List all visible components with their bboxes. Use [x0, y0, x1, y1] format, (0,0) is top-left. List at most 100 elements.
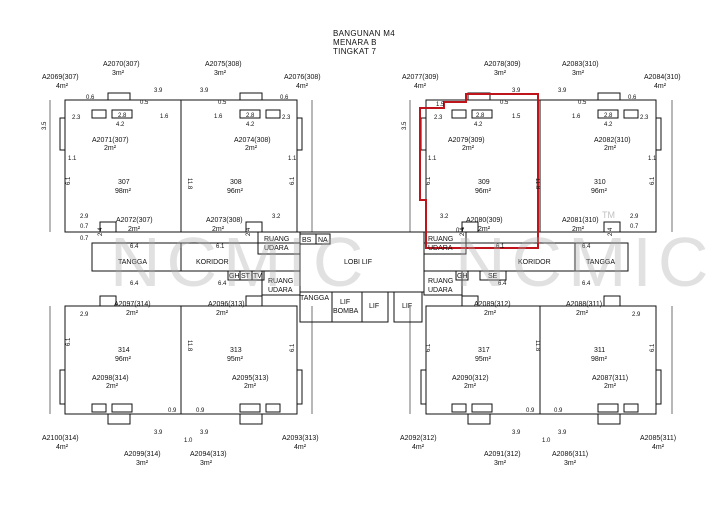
- dim-07-a: 0.7: [80, 224, 89, 230]
- parcel-a2098-area: 2m²: [106, 383, 119, 390]
- unit-308-label: 308: [230, 179, 242, 186]
- parcel-a2096-area: 2m²: [216, 310, 229, 317]
- dim-39-a: 3.9: [154, 88, 163, 94]
- dim-64-c: 6.4: [130, 281, 139, 287]
- dim-42-a: 4.2: [116, 122, 125, 128]
- parcel-a2075-area: 3m²: [214, 70, 227, 77]
- parcel-a2087: A2087(311): [592, 375, 628, 382]
- unit-310-outline: [539, 99, 657, 233]
- aircon-311: [603, 295, 621, 307]
- dim-29-c: 2.9: [80, 312, 89, 318]
- dim-39-c: 3.9: [512, 88, 521, 94]
- parcel-a2071: A2071(307): [92, 137, 129, 144]
- planter-317-b: [471, 403, 493, 413]
- ruang-udara-bl: [261, 270, 301, 296]
- parcel-a2074-area: 2m²: [245, 145, 258, 152]
- label-ruang-tr: RUANG: [428, 236, 453, 243]
- parcel-a2069: A2069(307): [42, 74, 79, 81]
- label-st: ST: [241, 273, 251, 280]
- label-ruang-br: RUANG: [428, 278, 453, 285]
- parcel-a2083: A2083(310): [562, 61, 599, 68]
- unit-317-area: 95m²: [475, 356, 492, 363]
- aircon-310: [603, 221, 621, 233]
- dim-118-b: 11.8: [534, 178, 540, 190]
- parcel-a2091: A2091(312): [484, 451, 521, 458]
- unit-314-label: 314: [118, 347, 130, 354]
- dim-28-b: 2.8: [246, 113, 255, 119]
- aircon-313: [245, 295, 263, 307]
- dim-64-d: 6.4: [218, 281, 227, 287]
- label-tv: TV: [253, 273, 262, 280]
- parcel-a2080: A2080(309): [466, 217, 503, 224]
- dim-39-b: 3.9: [200, 88, 209, 94]
- parcel-a2097: A2097(314): [114, 301, 151, 308]
- parcel-a2084: A2084(310): [644, 74, 681, 81]
- parcel-a2073: A2073(308): [206, 217, 243, 224]
- na-room: [315, 233, 331, 245]
- parcel-a2081-area: 2m²: [572, 226, 585, 233]
- dim-15-b: 1.5: [512, 114, 521, 120]
- label-lif-bomba-2: BOMBA: [333, 308, 359, 315]
- dim-42-c: 4.2: [474, 122, 483, 128]
- unit-314-area: 96m²: [115, 356, 132, 363]
- parcel-a2099-area: 3m²: [136, 460, 149, 467]
- dim-29-b: 2.9: [630, 214, 639, 220]
- dim-09-d: 0.9: [554, 408, 563, 414]
- dim-23-a: 2.3: [72, 115, 81, 121]
- balcony-307: [59, 92, 131, 151]
- dim-07-c: 0.7: [456, 228, 465, 234]
- aircon-309: [461, 221, 479, 233]
- dim-64-e: 6.4: [498, 281, 507, 287]
- lif-bomba-box: [331, 291, 363, 323]
- dim-10-a: 1.0: [184, 438, 193, 444]
- label-se: SE: [488, 273, 498, 280]
- label-lobi-lif: LOBI LIF: [344, 259, 372, 266]
- aircon-308: [245, 221, 263, 233]
- parcel-a2082: A2082(310): [594, 137, 631, 144]
- parcel-a2089-area: 2m²: [484, 310, 497, 317]
- unit-308-area: 96m²: [227, 188, 244, 195]
- parcel-a2072: A2072(307): [116, 217, 153, 224]
- dim-11-a: 1.1: [68, 156, 77, 162]
- unit-309-outline: [425, 99, 541, 233]
- balcony-308: [239, 92, 303, 151]
- parcel-a2087-area: 2m²: [604, 383, 617, 390]
- parcel-a2083-area: 3m²: [572, 70, 585, 77]
- dim-11-c: 1.1: [428, 156, 437, 162]
- parcel-a2072-area: 2m²: [128, 226, 141, 233]
- parcel-a2085: A2085(311): [640, 435, 676, 442]
- aircon-307: [99, 221, 117, 233]
- dim-64-a: 6.4: [130, 244, 139, 250]
- dim-09-a: 0.9: [168, 408, 177, 414]
- label-gh: GH: [229, 273, 240, 280]
- dim-39-d: 3.9: [558, 88, 567, 94]
- dim-16-c: 1.6: [572, 114, 581, 120]
- unit-307-area: 98m²: [115, 188, 132, 195]
- parcel-a2100: A2100(314): [42, 435, 79, 442]
- planter-311-b: [623, 403, 639, 413]
- dim-11-d: 1.1: [648, 156, 657, 162]
- label-koridor-left: KORIDOR: [196, 259, 229, 266]
- dim-28-d: 2.8: [604, 113, 613, 119]
- planter-313-b: [265, 403, 281, 413]
- dim-35-a: 3.5: [42, 121, 48, 130]
- dim-28-a: 2.8: [118, 113, 127, 119]
- parcel-a2079-area: 2m²: [462, 145, 475, 152]
- title-floor: TINGKAT 7: [333, 47, 377, 56]
- dim-61-d: 6.1: [650, 176, 656, 185]
- parcel-a2096: A2096(313): [208, 301, 245, 308]
- parcel-a2076-area: 4m²: [296, 83, 309, 90]
- dim-32-b: 3.2: [440, 214, 449, 220]
- parcel-a2097-area: 2m²: [126, 310, 139, 317]
- unit-309-area: 96m²: [475, 188, 492, 195]
- dim-39-f: 3.9: [200, 430, 209, 436]
- title-building: BANGUNAN M4: [333, 29, 395, 38]
- parcel-a2093: A2093(313): [282, 435, 319, 442]
- dim-16-b: 1.6: [214, 114, 223, 120]
- dim-09-b: 0.9: [196, 408, 205, 414]
- planter-310-b: [623, 109, 639, 119]
- parcel-a2092: A2092(312): [400, 435, 437, 442]
- dim-39-h: 3.9: [558, 430, 567, 436]
- planter-307-b: [111, 109, 133, 119]
